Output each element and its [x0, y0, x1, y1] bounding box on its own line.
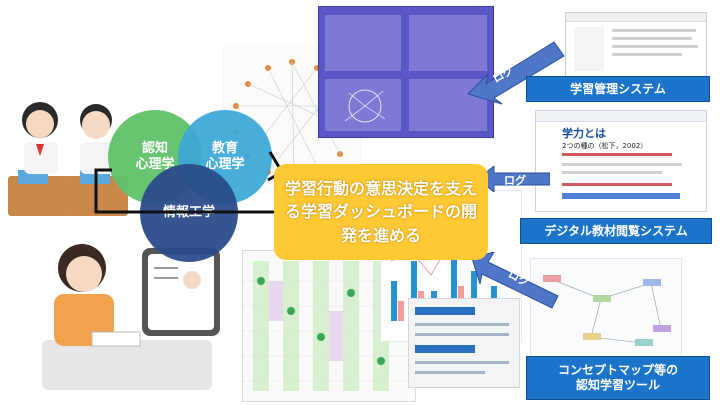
log-arrow-2-label: ログ [504, 174, 526, 187]
venn-cognitive-label: 認知 心理学 [135, 141, 175, 172]
digital-textbook-screenshot: 学力とは 2つの種の（松下，2002） [535, 110, 707, 212]
lms-label-text: 学習管理システム [570, 81, 666, 96]
log-arrow-3 [472, 252, 559, 309]
main-message-text: 学習行動の意思決定を支える学習ダッシュボードの開発を進める [284, 179, 477, 245]
dashboard-legend-screenshot [408, 298, 520, 388]
concept-map-screenshot [530, 258, 682, 360]
students-illustration [8, 102, 128, 216]
lms-screenshot [565, 12, 707, 79]
log-arrow-2 [478, 166, 550, 192]
digital-textbook-label-text: デジタル教材閲覧システム [544, 223, 688, 238]
concept-map-label-text: コンセプトマップ等の 認知学習ツール [557, 363, 678, 392]
lecture-slide-screenshot [318, 6, 494, 138]
main-message-box: 学習行動の意思決定を支える学習ダッシュボードの開発を進める [274, 164, 488, 260]
viewer-heading: 学力とは [562, 127, 606, 140]
venn-connector [94, 151, 282, 214]
lms-label: 学習管理システム [526, 76, 710, 102]
digital-textbook-label: デジタル教材閲覧システム [520, 218, 712, 244]
viewer-line: 2つの種の（松下，2002） [562, 142, 648, 150]
online-learner-illustration [42, 244, 220, 390]
log-arrow-1 [468, 41, 565, 105]
concept-map-label: コンセプトマップ等の 認知学習ツール [526, 356, 710, 400]
venn-education-label: 教育 心理学 [205, 141, 245, 172]
